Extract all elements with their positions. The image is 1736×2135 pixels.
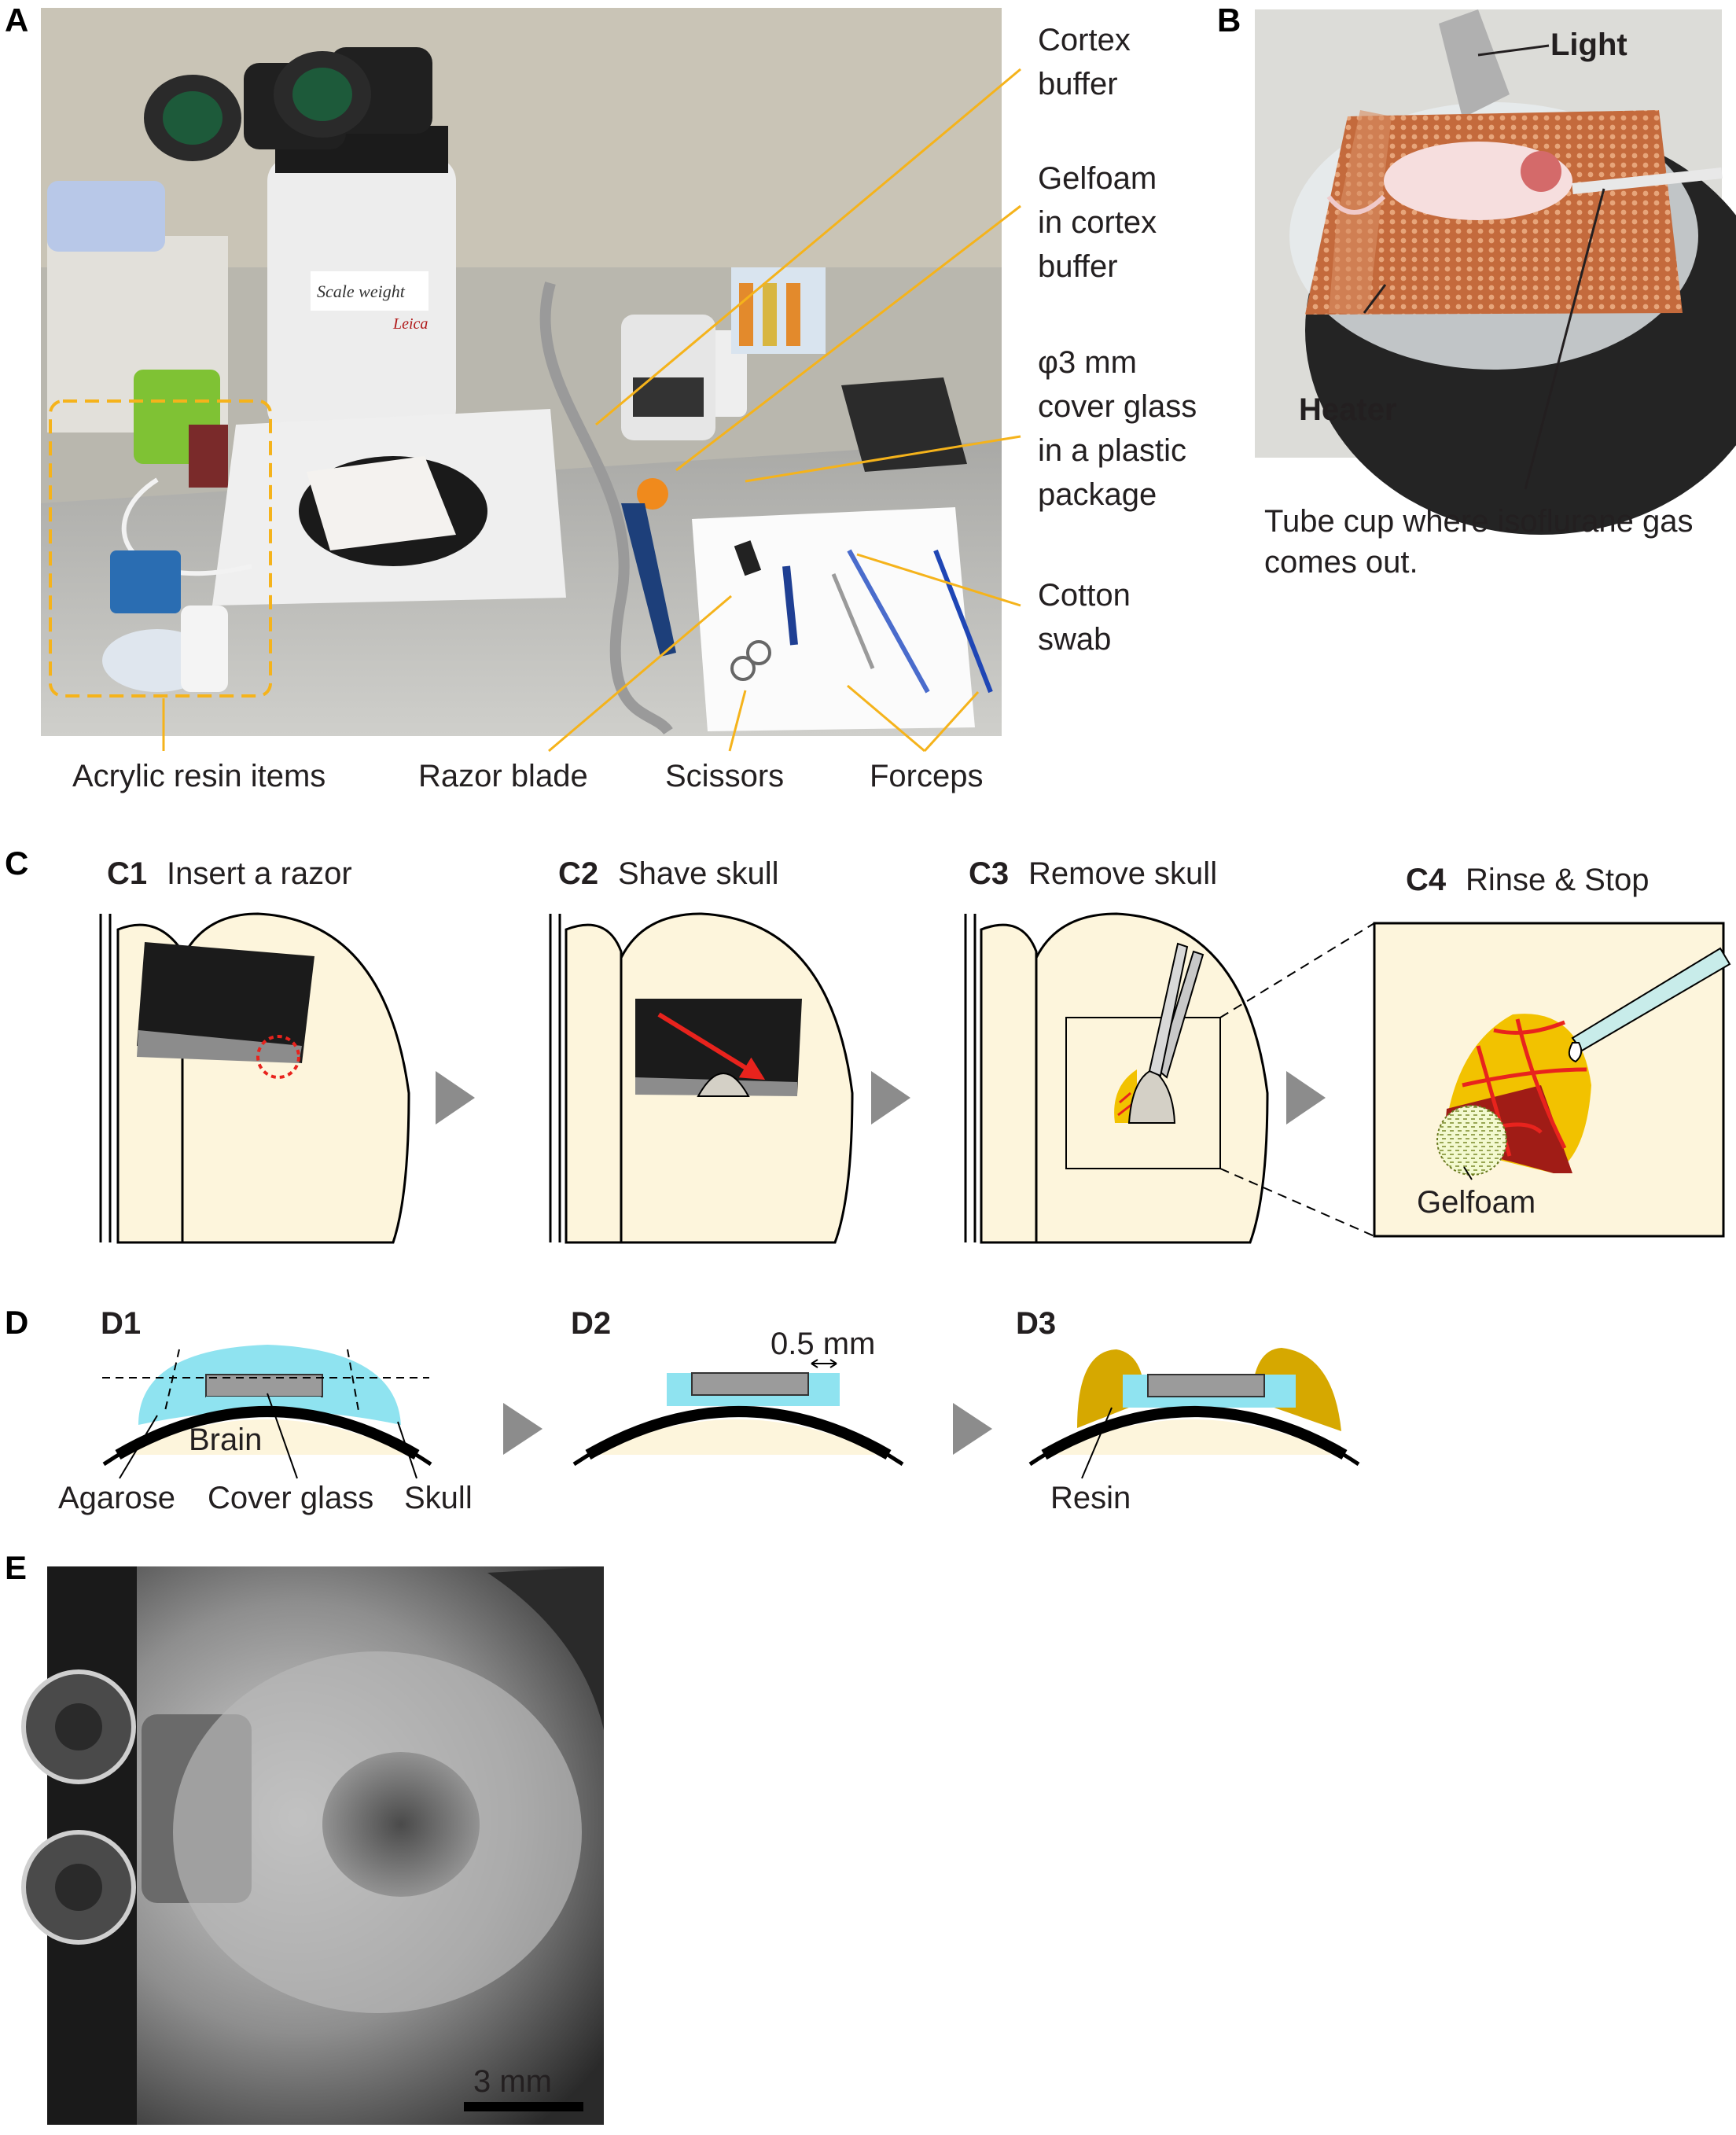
callout-coverglass-3: in a plastic <box>1038 433 1186 468</box>
callout-cotton-swab-1: Cotton <box>1038 578 1131 613</box>
c1-diagram <box>99 912 410 1244</box>
d1-diagram <box>102 1345 432 1479</box>
d1-brain-label: Brain <box>189 1423 262 1457</box>
c3-id: C3 <box>969 856 1009 891</box>
panel-b-pointers <box>1363 44 1605 490</box>
panel-d-label: D <box>5 1304 28 1341</box>
panel-a-callout-lines <box>162 68 1021 753</box>
d1-agarose-label: Agarose <box>58 1481 175 1515</box>
d2-gap-label: 0.5 mm <box>771 1327 875 1361</box>
d3-resin-label: Resin <box>1050 1481 1131 1515</box>
panel-e-photo <box>21 1566 604 2125</box>
b-heater-label: Heater <box>1299 392 1397 427</box>
c-arrow-3 <box>1286 1071 1326 1125</box>
c3-title: Remove skull <box>1028 856 1217 891</box>
label-razor-blade: Razor blade <box>418 759 588 793</box>
panel-c-label: C <box>5 845 28 882</box>
d-arrow-2 <box>953 1403 992 1455</box>
c3-diagram <box>964 912 1375 1244</box>
d3-label: D3 <box>1016 1306 1056 1341</box>
c1-id: C1 <box>107 856 147 891</box>
panel-a-photo: Scale weight Leica <box>41 8 1002 736</box>
b-caption-1: Tube cup where isoflurane gas <box>1264 504 1694 539</box>
callout-cotton-swab-2: swab <box>1038 622 1111 657</box>
panel-a-label: A <box>5 2 28 39</box>
c4-gelfoam-label: Gelfoam <box>1417 1185 1536 1220</box>
d2-diagram <box>572 1359 904 1467</box>
c4-diagram: Gelfoam <box>1373 922 1731 1238</box>
c1-title: Insert a razor <box>167 856 352 891</box>
panel-c-titles: C1 Insert a razor C2 Shave skull C3 Remo… <box>107 856 1649 897</box>
callout-cortex-buffer-2: buffer <box>1038 67 1118 101</box>
b-caption-2: comes out. <box>1264 545 1418 580</box>
panel-a-callouts: Cortex buffer Gelfoam in cortex buffer φ… <box>72 23 1197 793</box>
c4-title: Rinse & Stop <box>1466 863 1649 897</box>
panel-b-label: B <box>1217 2 1241 39</box>
callout-coverglass-4: package <box>1038 477 1157 512</box>
c4-id: C4 <box>1406 863 1447 897</box>
panel-e-label: E <box>5 1549 27 1586</box>
label-acrylic-resin-items: Acrylic resin items <box>72 759 326 793</box>
callout-gelfoam-3: buffer <box>1038 249 1118 284</box>
b-light-label: Light <box>1550 28 1628 62</box>
panel-b-photo <box>1255 9 1736 535</box>
callout-cortex-buffer-1: Cortex <box>1038 23 1131 57</box>
d2-label: D2 <box>571 1306 611 1341</box>
d1-skull-label: Skull <box>404 1481 473 1515</box>
callout-coverglass-1: φ3 mm <box>1038 345 1137 380</box>
e-scale-label: 3 mm <box>473 2064 552 2099</box>
label-forceps: Forceps <box>870 759 984 793</box>
microscope-brand: Leica <box>392 315 428 333</box>
label-scissors: Scissors <box>665 759 784 793</box>
callout-gelfoam-2: in cortex <box>1038 205 1157 240</box>
microscope-tag: Scale weight <box>317 282 406 301</box>
d-arrow-1 <box>503 1403 542 1455</box>
c2-diagram <box>549 912 854 1244</box>
c-arrow-2 <box>871 1071 910 1125</box>
d1-cover-glass-label: Cover glass <box>208 1481 373 1515</box>
c2-id: C2 <box>558 856 598 891</box>
c1-target-circle <box>256 1035 300 1079</box>
c2-title: Shave skull <box>618 856 779 891</box>
c-arrow-1 <box>436 1071 475 1125</box>
d3-diagram <box>1028 1348 1360 1479</box>
gelfoam-blob <box>1436 1105 1507 1176</box>
callout-coverglass-2: cover glass <box>1038 389 1197 424</box>
callout-gelfoam-1: Gelfoam <box>1038 161 1157 196</box>
d1-label: D1 <box>101 1306 141 1341</box>
